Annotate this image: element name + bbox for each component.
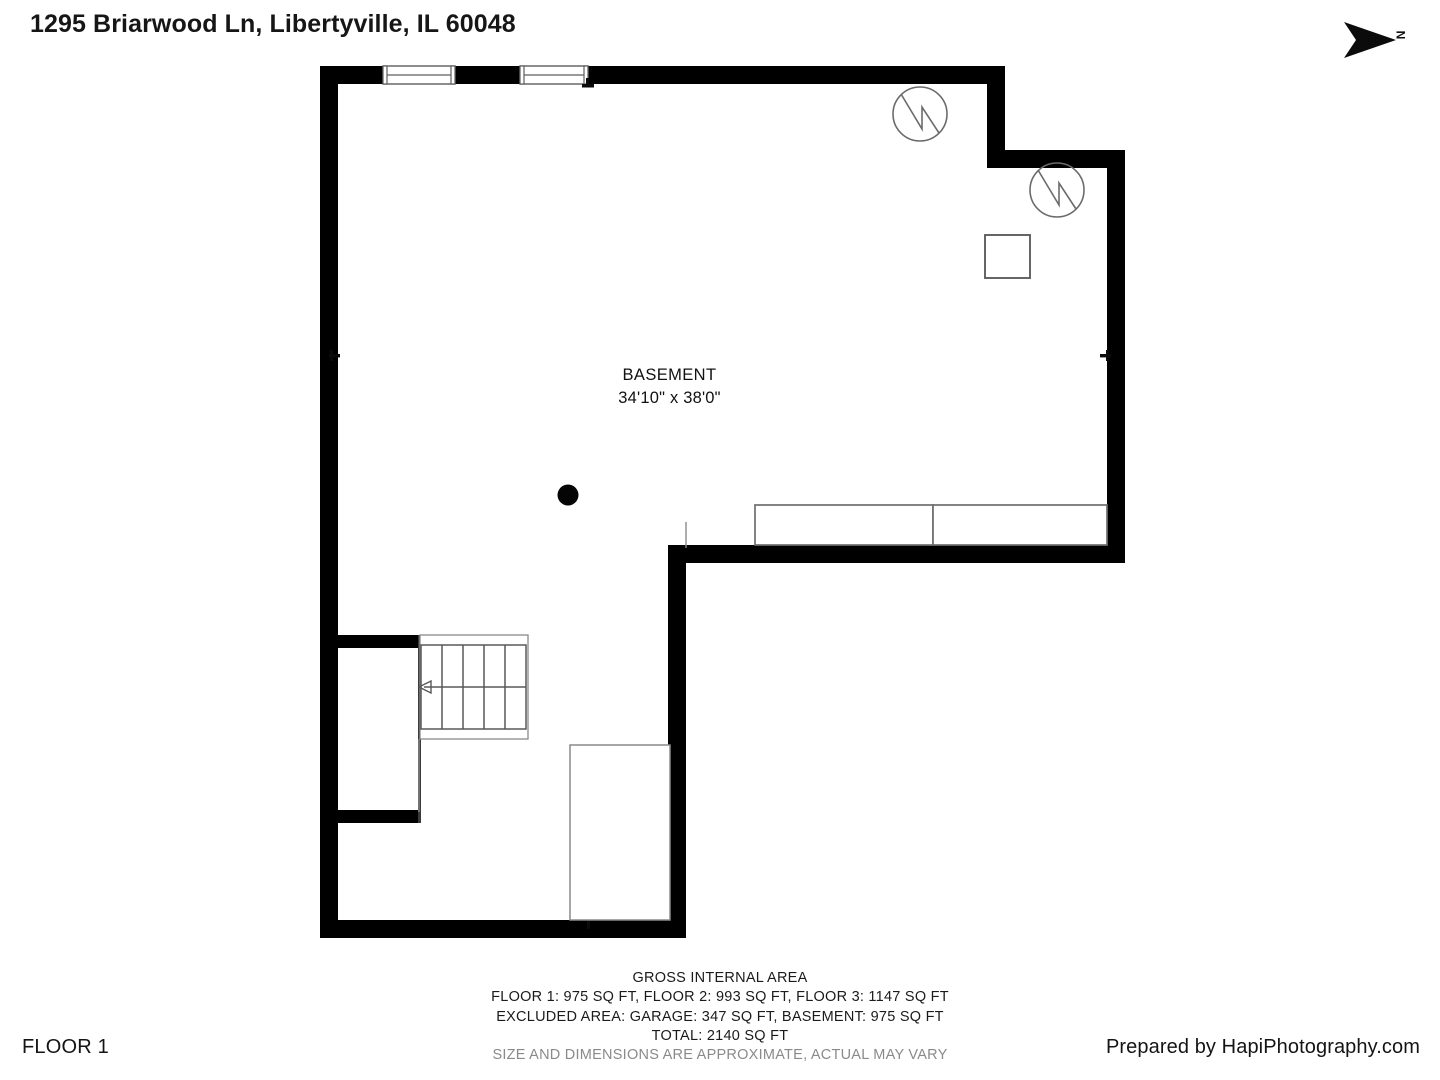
electrical-meter-icon-2 bbox=[1029, 162, 1085, 218]
dimension-tick-left bbox=[329, 350, 340, 361]
lower-room-outline bbox=[569, 744, 671, 921]
room-name: BASEMENT bbox=[622, 366, 717, 384]
dimension-tick-top bbox=[582, 78, 594, 88]
excluded-area-line: EXCLUDED AREA: GARAGE: 347 SQ FT, BASEME… bbox=[496, 1008, 944, 1025]
storage-units bbox=[754, 504, 1108, 546]
fixture-box bbox=[984, 234, 1031, 279]
page-title: 1295 Briarwood Ln, Libertyville, IL 6004… bbox=[30, 10, 516, 38]
support-column-icon bbox=[557, 484, 579, 506]
exterior-walls bbox=[320, 66, 1125, 938]
stair-down-arrow-icon bbox=[417, 679, 432, 695]
north-arrow-icon bbox=[1344, 22, 1396, 58]
floors-area-line: FLOOR 1: 975 SQ FT, FLOOR 2: 993 SQ FT, … bbox=[491, 989, 949, 1006]
area-summary: GROSS INTERNAL AREA FLOOR 1: 975 SQ FT, … bbox=[0, 969, 1440, 1065]
staircase-icon bbox=[417, 634, 529, 740]
prepared-by-credit: Prepared by HapiPhotography.com bbox=[1105, 1036, 1420, 1058]
area-disclaimer: SIZE AND DIMENSIONS ARE APPROXIMATE, ACT… bbox=[492, 1047, 948, 1064]
electrical-meter-icon-1 bbox=[892, 86, 948, 142]
room-dimensions: 34'10" x 38'0" bbox=[618, 388, 721, 407]
north-arrow: N bbox=[1338, 18, 1438, 62]
window-icon-2 bbox=[519, 65, 589, 85]
dimension-tick-right bbox=[1100, 350, 1111, 361]
total-area-line: TOTAL: 2140 SQ FT bbox=[651, 1027, 789, 1044]
window-icon-1 bbox=[382, 65, 456, 85]
floor-number-label: FLOOR 1 bbox=[22, 1036, 109, 1058]
room-label-basement: BASEMENT 34'10" x 38'0" bbox=[567, 364, 772, 410]
gross-internal-area-title: GROSS INTERNAL AREA bbox=[632, 970, 808, 986]
